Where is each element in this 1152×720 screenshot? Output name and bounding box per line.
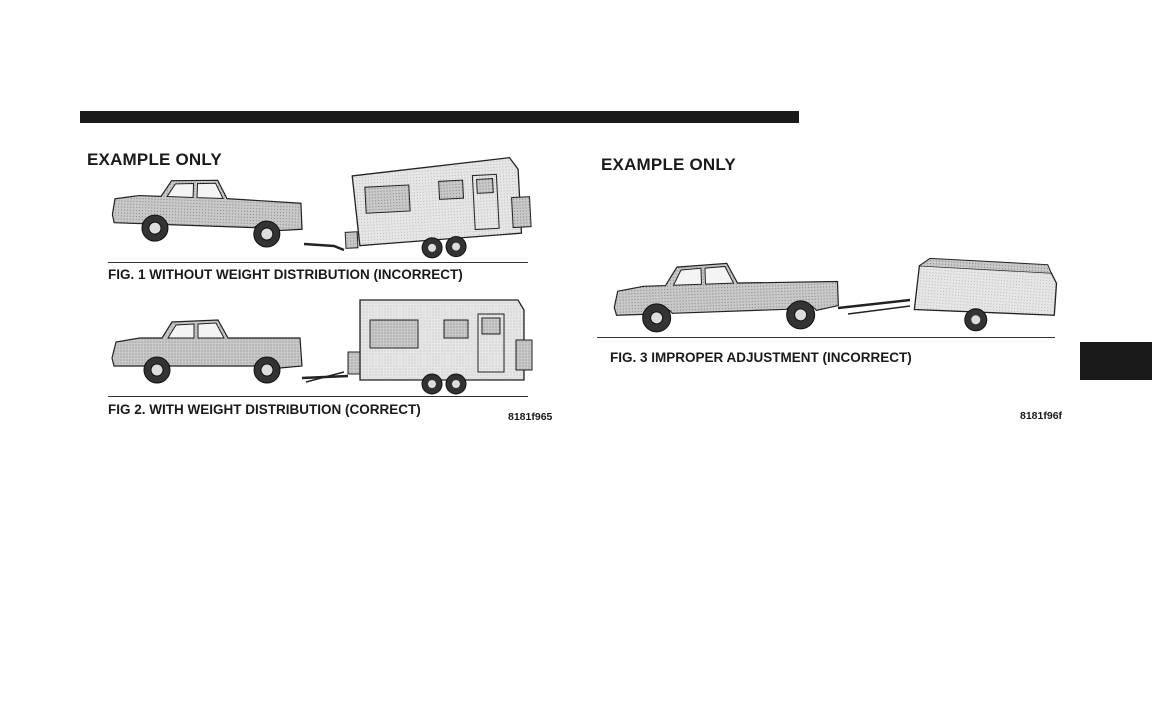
fig1-illustration bbox=[108, 158, 532, 262]
fig1-caption: FIG. 1 WITHOUT WEIGHT DISTRIBUTION (INCO… bbox=[108, 267, 463, 282]
section-tab bbox=[1080, 342, 1152, 380]
truck bbox=[111, 177, 303, 249]
camper bbox=[348, 300, 532, 394]
fig3-illustration bbox=[610, 248, 1060, 340]
left-figure-code: 8181f965 bbox=[508, 411, 552, 423]
fig2-caption: FIG 2. WITH WEIGHT DISTRIBUTION (CORRECT… bbox=[108, 402, 421, 417]
fig2-ground-line bbox=[108, 396, 528, 397]
truck bbox=[112, 320, 302, 383]
utility-trailer bbox=[913, 256, 1058, 337]
fig3-caption: FIG. 3 IMPROPER ADJUSTMENT (INCORRECT) bbox=[610, 350, 912, 365]
fig2-illustration bbox=[108, 296, 532, 396]
right-figure-code: 8181f96f bbox=[1020, 410, 1062, 422]
truck bbox=[613, 260, 839, 336]
right-heading: EXAMPLE ONLY bbox=[601, 155, 736, 175]
camper bbox=[342, 157, 533, 263]
header-rule bbox=[80, 111, 799, 123]
fig1-ground-line bbox=[108, 262, 528, 263]
fig3-ground-line bbox=[597, 337, 1055, 338]
